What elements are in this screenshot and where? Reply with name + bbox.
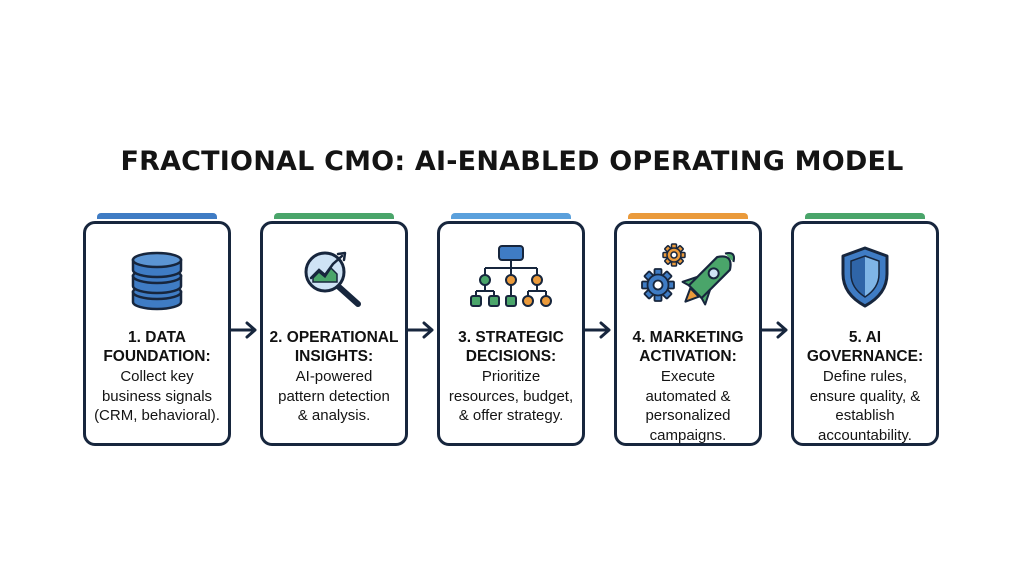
step-1-description: Collect key business signals (CRM, behav… — [94, 368, 220, 424]
arrow-right-icon — [408, 321, 434, 339]
step-5-color-tab — [805, 213, 925, 219]
step-2-description: AI-powered pattern detection & analysis. — [278, 368, 390, 424]
arrow-right-icon — [231, 321, 257, 339]
step-2-card: 2. OPERATIONAL INSIGHTS: AI-powered patt… — [260, 221, 408, 446]
step-1-title: 1. DATA FOUNDATION: — [103, 329, 211, 365]
step-1-card: 1. DATA FOUNDATION: Collect key business… — [83, 221, 231, 446]
step-3-card: 3. STRATEGIC DECISIONS: Prioritize resou… — [437, 221, 585, 446]
step-4-card: 4. MARKETING ACTIVATION: Execute automat… — [614, 221, 762, 446]
step-2-color-tab — [274, 213, 394, 219]
org-chart-icon — [440, 238, 582, 316]
database-icon — [86, 238, 228, 316]
step-5-description: Define rules, ensure quality, & establis… — [809, 368, 921, 444]
step-3-description: Prioritize resources, budget, & offer st… — [448, 368, 574, 424]
arrow-right-icon — [585, 321, 611, 339]
shield-icon — [794, 238, 936, 316]
arrow-right-icon — [762, 321, 788, 339]
diagram-title: FRACTIONAL CMO: AI-ENABLED OPERATING MOD… — [120, 146, 904, 177]
step-2-title: 2. OPERATIONAL INSIGHTS: — [269, 329, 399, 365]
step-5-title: 5. AI GOVERNANCE: — [806, 329, 924, 365]
step-4-title: 4. MARKETING ACTIVATION: — [632, 329, 744, 365]
magnifier-chart-icon — [263, 238, 405, 316]
step-1-color-tab — [97, 213, 217, 219]
step-5-card: 5. AI GOVERNANCE: Define rules, ensure q… — [791, 221, 939, 446]
rocket-gears-icon — [617, 238, 759, 316]
step-4-description: Execute automated & personalized campaig… — [645, 368, 731, 444]
step-3-color-tab — [451, 213, 571, 219]
step-4-color-tab — [628, 213, 748, 219]
step-3-title: 3. STRATEGIC DECISIONS: — [458, 329, 564, 365]
